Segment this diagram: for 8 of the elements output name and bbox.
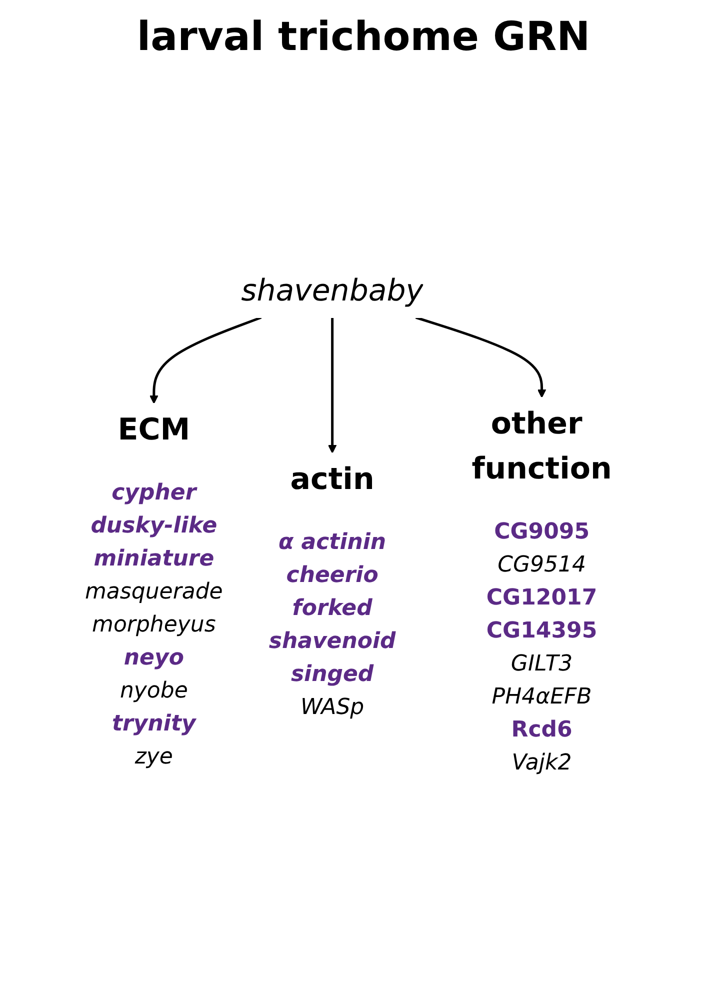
node-text: shavenbaby (241, 274, 424, 308)
title: larval trichome GRN (136, 14, 592, 60)
node-text: actin α actinin cheerio forked shavenoid singed WASp (268, 462, 396, 720)
node-text: other function CG9095 CG9514 CG12017 CG14395 GILT3 PH4αEFB Rcd6 Vajk2 (472, 406, 612, 776)
arrow (150, 316, 262, 404)
node-text: ECM cypher dusky-like miniature masquerade morpheyus neyo nyobe trynity zye (85, 412, 223, 770)
arrow (328, 318, 337, 454)
arrow (416, 316, 546, 398)
